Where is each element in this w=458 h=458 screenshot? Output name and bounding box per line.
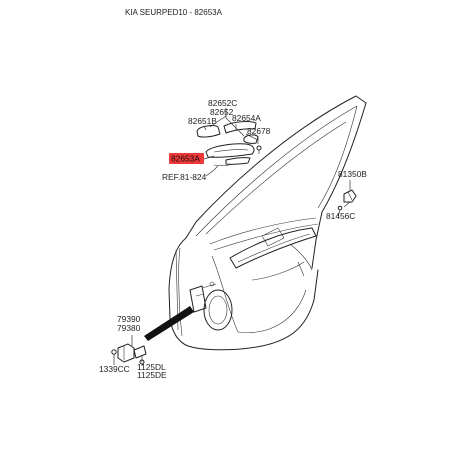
label-82651B[interactable]: 82651B [188, 116, 217, 126]
label-81456C[interactable]: 81456C [326, 211, 355, 221]
part-labels: 82652C 82652 82651B 82654A 82678 82653A … [99, 98, 367, 380]
label-1125DL[interactable]: 1125DL [137, 362, 166, 372]
label-82652[interactable]: 82652 [210, 107, 234, 117]
label-81350B[interactable]: 81350B [338, 169, 367, 179]
door-panel [144, 95, 367, 351]
label-1125DE[interactable]: 1125DE [137, 370, 167, 380]
label-82652C[interactable]: 82652C [208, 98, 237, 108]
label-79390[interactable]: 79390 [117, 314, 141, 324]
clip-parts [337, 189, 357, 217]
diagram-title: KIA SEURPED10 - 82653A [125, 8, 222, 17]
label-ref-81-824[interactable]: REF.81-824 [162, 172, 207, 182]
label-1339CC[interactable]: 1339CC [99, 364, 130, 374]
hinge-assembly [111, 343, 147, 365]
label-79380[interactable]: 79380 [117, 323, 141, 333]
label-82654A[interactable]: 82654A [232, 113, 261, 123]
leader-lines [113, 108, 351, 366]
label-82678[interactable]: 82678 [247, 126, 271, 136]
label-82653A[interactable]: 82653A [171, 154, 200, 164]
highlight-badge [169, 153, 204, 164]
